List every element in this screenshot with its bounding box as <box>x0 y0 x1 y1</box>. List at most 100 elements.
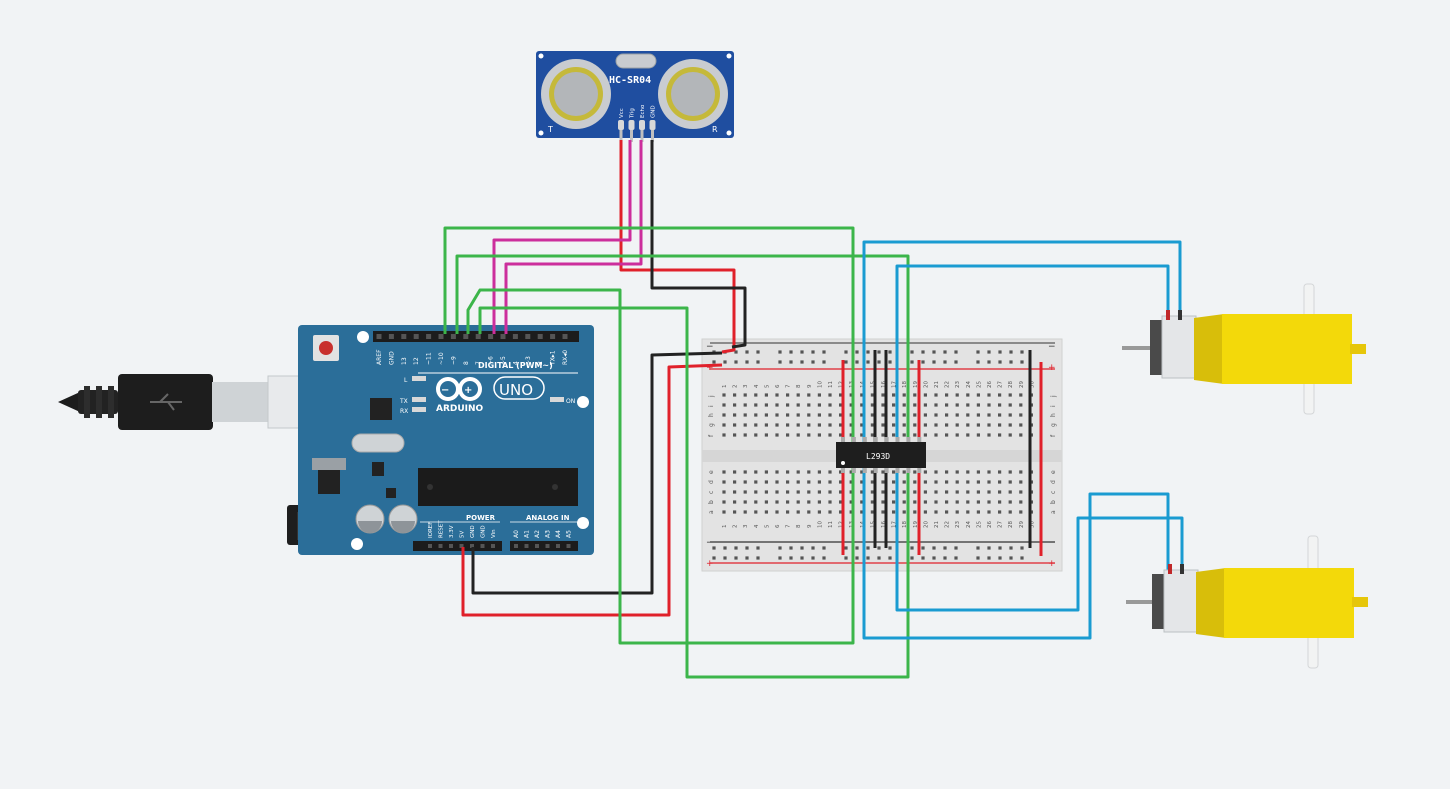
wire-motor2-a[interactable] <box>862 492 1170 640</box>
digital-pin-label: ~6 <box>488 356 495 365</box>
analog-pin[interactable] <box>545 544 550 548</box>
digital-pin[interactable] <box>426 334 432 339</box>
wire-motor2-b[interactable] <box>895 516 1184 612</box>
analog-pin[interactable] <box>524 544 529 548</box>
chip-pin[interactable] <box>862 437 867 442</box>
power-pin-label: IOREF <box>428 522 434 538</box>
l293d-chip[interactable]: L293D <box>836 437 926 473</box>
chip-pin[interactable] <box>873 437 878 442</box>
analog-header[interactable] <box>510 541 578 551</box>
digital-pin[interactable] <box>376 334 382 339</box>
wire-pin9[interactable] <box>466 288 855 645</box>
analog-pin[interactable] <box>535 544 539 548</box>
chip-pin[interactable] <box>884 437 889 442</box>
wire-sensor-echo[interactable] <box>504 140 643 334</box>
analog-pin[interactable] <box>556 544 560 548</box>
chip-pin[interactable] <box>841 468 845 473</box>
column-number: 15 <box>870 521 876 528</box>
chip-pin[interactable] <box>917 437 922 442</box>
wire-pin8[interactable] <box>478 306 910 679</box>
usb-cable[interactable] <box>58 374 341 430</box>
sensor-pin[interactable] <box>628 120 635 130</box>
reset-button[interactable] <box>313 335 339 361</box>
digital-pin[interactable] <box>438 334 444 339</box>
column-number: 3 <box>743 384 749 388</box>
row-letter: c <box>1050 491 1057 494</box>
usb-chip <box>370 398 392 420</box>
column-number: 15 <box>870 381 876 388</box>
digital-pin[interactable] <box>488 334 494 339</box>
wire-motor1-a[interactable] <box>862 240 1182 360</box>
power-pin[interactable] <box>438 544 443 548</box>
chip-pin[interactable] <box>873 468 878 473</box>
power-pin[interactable] <box>428 544 432 548</box>
wire-pin11[interactable] <box>443 226 855 360</box>
dc-motor-1[interactable] <box>1122 283 1366 415</box>
row-letter: f <box>708 434 715 437</box>
column-number: 23 <box>955 381 961 388</box>
power-pin[interactable] <box>459 544 464 548</box>
power-pin[interactable] <box>480 544 485 548</box>
power-label: POWER <box>466 514 496 522</box>
breadboard-labels: 1122334455667788991010111112121313141415… <box>708 381 1057 528</box>
power-header[interactable] <box>413 541 502 551</box>
digital-pin[interactable] <box>512 334 518 339</box>
sensor-pin[interactable] <box>649 120 656 130</box>
digital-pin[interactable] <box>450 334 456 339</box>
wire-sensor-trig[interactable] <box>492 140 632 334</box>
chip-pin[interactable] <box>841 437 845 442</box>
chip-pin[interactable] <box>895 437 900 442</box>
digital-pin-label: AREF <box>376 349 383 365</box>
column-number: 24 <box>966 381 972 388</box>
row-letter: g <box>708 423 715 427</box>
chip-pin[interactable] <box>895 468 900 473</box>
sensor-pin[interactable] <box>639 120 645 130</box>
digital-pin[interactable] <box>525 334 531 339</box>
dc-motor-2[interactable] <box>1126 535 1368 669</box>
column-number: 28 <box>1008 381 1014 388</box>
analog-pin-label: A0 <box>513 530 520 538</box>
breadboard-holes[interactable] <box>712 350 1033 560</box>
digital-pin[interactable] <box>562 334 568 339</box>
chip-pin[interactable] <box>851 468 856 473</box>
transmitter <box>541 59 611 129</box>
chip-pin[interactable] <box>851 437 856 442</box>
wire-sensor-vcc[interactable] <box>619 140 736 354</box>
analog-pin-label: A5 <box>566 530 573 538</box>
digital-pin[interactable] <box>463 334 469 339</box>
chip-pin[interactable] <box>884 468 889 473</box>
digital-pin[interactable] <box>401 334 407 339</box>
power-pin[interactable] <box>491 544 495 548</box>
chip-pin[interactable] <box>862 468 867 473</box>
sensor-pin[interactable] <box>618 120 624 130</box>
wire-pin10[interactable] <box>455 254 910 360</box>
chip-pin[interactable] <box>906 468 911 473</box>
chip-pin[interactable] <box>906 437 911 442</box>
receiver <box>658 59 728 129</box>
row-letter: j <box>1050 395 1057 398</box>
digital-pin[interactable] <box>475 334 481 339</box>
column-number: 29 <box>1019 381 1025 388</box>
voltage-regulator <box>318 470 340 494</box>
analog-pin[interactable] <box>566 544 571 548</box>
row-letter: c <box>708 491 715 494</box>
row-letter: d <box>708 480 715 484</box>
wire-arduino-gnd[interactable] <box>471 351 723 595</box>
digital-pin[interactable] <box>500 334 506 339</box>
digital-pin[interactable] <box>550 334 556 339</box>
digital-pin[interactable] <box>413 334 419 339</box>
analog-pin[interactable] <box>514 544 518 548</box>
rail-minus-bottom-right: − <box>1048 538 1056 548</box>
wire-sensor-gnd[interactable] <box>650 140 747 349</box>
power-pin[interactable] <box>449 544 453 548</box>
power-pin[interactable] <box>470 544 474 548</box>
digital-pin[interactable] <box>388 334 394 339</box>
wires[interactable] <box>443 140 1184 679</box>
chip-pin[interactable] <box>917 468 922 473</box>
digital-pin[interactable] <box>537 334 543 339</box>
wire-motor1-b[interactable] <box>895 264 1170 360</box>
